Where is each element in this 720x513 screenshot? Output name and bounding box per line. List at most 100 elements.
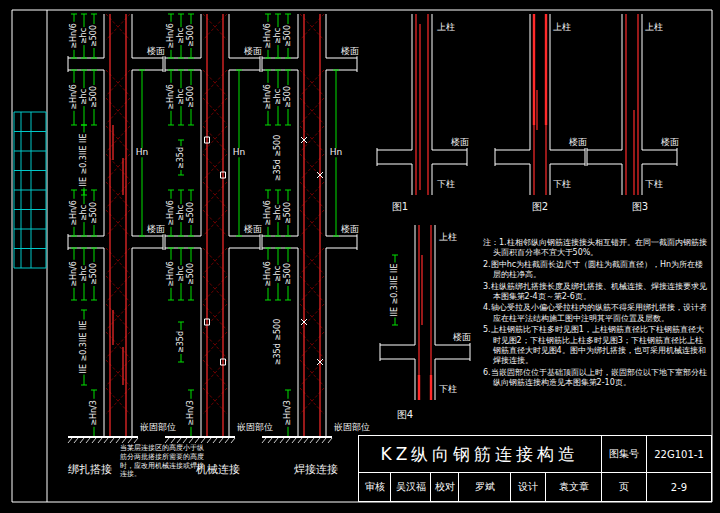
column-edge [201, 70, 202, 236]
dimension-tick [81, 195, 87, 196]
larger-upper-rebar [533, 14, 535, 125]
dimension-tick [168, 14, 174, 15]
embedding-hatch [292, 438, 296, 443]
dimension-label: ≥35d [177, 330, 185, 354]
dimension-label: ≥35d [177, 146, 185, 170]
weld-mark [317, 359, 323, 365]
column-edge [642, 14, 643, 150]
margin-table-line [14, 131, 46, 132]
column-edge [229, 248, 230, 437]
larger-lower-rebar [430, 375, 432, 400]
extra-lower-rebar [633, 110, 634, 195]
weld-mark [301, 137, 307, 143]
title-block-cell: 校对 [430, 472, 459, 502]
dimension-label: ≥Hn/6 [167, 22, 175, 50]
part-label: 上柱 [644, 23, 664, 32]
title-block-cell: 袁文章 [545, 472, 602, 502]
general-note: 6.当嵌固部位位于基础顶面以上时，嵌固部位以下地下室部分柱纵向钢筋连接构造见本图… [483, 368, 709, 389]
dimension-tick [188, 390, 194, 391]
floor-slab [432, 150, 467, 151]
longitudinal-rebar [418, 225, 419, 400]
embedding-label: 嵌固部位 [236, 423, 274, 432]
dimension-tick [81, 248, 87, 249]
embedding-hatch [86, 438, 90, 443]
floor-slab [377, 150, 412, 151]
dimension-label: ≥500 [284, 201, 292, 225]
title-block-cell: 图集号 [601, 435, 647, 473]
panel-caption: 焊接连接 [293, 464, 339, 476]
dimension-tick [91, 14, 97, 15]
dimension-tick [71, 248, 77, 249]
dimension-label: ≥500 [90, 85, 98, 109]
floor-label: 楼面 [452, 333, 472, 342]
embedding-hatch [122, 438, 126, 443]
dimension-label: ≥hc [177, 88, 185, 106]
floor-label: 楼面 [243, 47, 263, 56]
column-edge [326, 14, 327, 58]
panel-note: 当某层连接区的高度小于纵筋分两批搭接所需要的高度时，应改用机械连接或焊接连接。 [120, 444, 206, 479]
column-edge [326, 248, 327, 437]
longitudinal-rebar [222, 14, 223, 437]
dimension-label: ≥hc [80, 265, 88, 283]
slab-break [377, 148, 378, 166]
dimension-tick [178, 322, 184, 323]
dimension-tick [139, 236, 145, 237]
dimension-tick [265, 236, 271, 237]
dimension-label: ≥35d ≥500 [274, 318, 282, 366]
dimension-tick [178, 125, 184, 126]
floor-slab [165, 248, 201, 249]
longitudinal-rebar [533, 14, 534, 195]
general-note: 2.图中hc为柱截面长边尺寸（圆柱为截面直径），Hn为所在楼层的柱净高。 [483, 260, 709, 281]
height-label: Hn [135, 148, 149, 157]
slab-break [585, 148, 586, 166]
column-edge [412, 164, 413, 195]
figure-label: 图3 [631, 202, 649, 213]
dimension-tick [392, 325, 398, 326]
part-label: 下柱 [644, 180, 664, 189]
dimension-tick [81, 236, 87, 237]
slab-break [357, 56, 358, 72]
mechanical-coupler [205, 319, 210, 325]
longitudinal-rebar [427, 14, 428, 195]
dimension-tick [178, 236, 184, 237]
slab-break [677, 148, 678, 166]
dimension-label: ≥hc [177, 27, 185, 45]
title-block-cell: 设计 [510, 472, 546, 502]
dimension-label: ≥500 [284, 85, 292, 109]
embedding-hatch [68, 438, 72, 443]
floor-slab [132, 248, 163, 249]
floor-slab [326, 70, 357, 71]
dimension-label: llE ≥0.3llE llE [80, 132, 88, 187]
general-note: 4.轴心受拉及小偏心受拉柱内的纵筋不得采用绑扎搭接，设计者应在柱平法结构施工图中… [483, 303, 709, 324]
dimension-tick [71, 58, 77, 59]
dimension-tick [91, 125, 97, 126]
dimension-tick [81, 300, 87, 301]
floor-slab [229, 58, 260, 59]
dimension-tick [81, 125, 87, 126]
column-edge [132, 248, 133, 437]
dimension-tick [285, 236, 291, 237]
title-block-cell: 22G101-1 [646, 435, 712, 473]
dimension-label: ≥500 [284, 24, 292, 48]
embedding-hatch [304, 438, 308, 443]
dimension-label: ≥hc [80, 204, 88, 222]
larger-upper-rebar [545, 14, 547, 125]
dimension-tick [71, 190, 77, 191]
slab-break [260, 234, 261, 250]
embedding-hatch [213, 438, 217, 443]
lap-rebar [112, 125, 113, 160]
floor-slab [642, 164, 677, 165]
dimension-tick [91, 248, 97, 249]
dimension-tick [285, 14, 291, 15]
dimension-label: ≥hc [274, 88, 282, 106]
dimension-label: ≥Hn/6 [70, 22, 78, 50]
column-edge [550, 14, 551, 150]
dimension-tick [285, 58, 291, 59]
column-edge [622, 14, 623, 150]
dimension-tick [81, 58, 87, 59]
embedding-hatch [177, 438, 181, 443]
embedding-line [68, 436, 138, 438]
dimension-tick [81, 70, 87, 71]
embedding-hatch [195, 438, 199, 443]
column-edge [435, 225, 436, 345]
